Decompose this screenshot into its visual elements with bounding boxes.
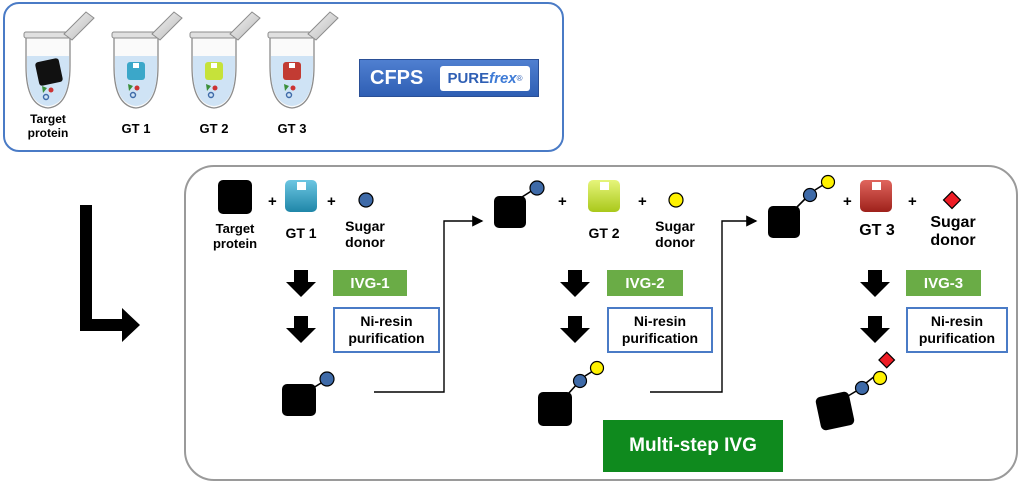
connector-arrow-1 bbox=[374, 215, 484, 393]
ivg-2-label: IVG-2 bbox=[607, 270, 683, 296]
tube-gt2 bbox=[189, 11, 261, 109]
plus-sign: + bbox=[908, 193, 917, 210]
tubes-graphic bbox=[23, 11, 339, 109]
tube-label-gt3: GT 3 bbox=[277, 121, 307, 136]
ivg-1-label: IVG-1 bbox=[333, 270, 407, 296]
down-arrow-icon bbox=[286, 316, 316, 343]
step3-donor-label: Sugar donor bbox=[930, 214, 976, 250]
purefrex-logo: PUREfrex® bbox=[440, 66, 530, 91]
down-arrow-icon bbox=[560, 316, 590, 343]
purefrex-logo-mark: ® bbox=[516, 74, 523, 83]
down-arrow-icon bbox=[860, 316, 890, 343]
plus-sign: + bbox=[558, 193, 567, 210]
step1-gt-label: GT 1 bbox=[285, 225, 317, 241]
multi-step-ivg-banner: Multi-step IVG bbox=[603, 420, 783, 472]
step3-purification-box: Ni-resin purification bbox=[906, 307, 1008, 353]
blue-sugar-icon bbox=[358, 192, 374, 208]
plus-sign: + bbox=[268, 193, 277, 210]
tube-label-gt2: GT 2 bbox=[199, 121, 229, 136]
step3-gt-label: GT 3 bbox=[859, 222, 895, 239]
step1-purification-box: Ni-resin purification bbox=[333, 307, 440, 353]
tubes-panel bbox=[3, 2, 564, 152]
ivg-3-label: IVG-3 bbox=[906, 270, 981, 296]
target-protein-icon bbox=[218, 180, 252, 214]
ivg-panel bbox=[184, 165, 1018, 481]
gt3-icon bbox=[860, 180, 892, 212]
connector-arrow-2 bbox=[650, 215, 758, 393]
cfps-label: CFPS bbox=[370, 67, 424, 89]
step1-target-label: Target protein bbox=[212, 221, 258, 251]
down-arrow-icon bbox=[560, 270, 590, 297]
plus-sign: + bbox=[327, 193, 336, 210]
purefrex-logo-italic: frex bbox=[489, 70, 517, 87]
yellow-sugar-icon bbox=[668, 192, 684, 208]
flow-arrow bbox=[80, 205, 140, 342]
tube-label-gt1: GT 1 bbox=[121, 121, 151, 136]
cfps-badge: CFPS PUREfrex® bbox=[359, 59, 539, 97]
tube-label-target: Target protein bbox=[27, 112, 69, 140]
down-arrow-icon bbox=[286, 270, 316, 297]
red-sugar-icon bbox=[942, 190, 962, 210]
step2-donor-label: Sugar donor bbox=[655, 218, 695, 251]
plus-sign: + bbox=[638, 193, 647, 210]
tube-target bbox=[23, 11, 95, 109]
glycoprotein-product-3-icon bbox=[815, 391, 855, 431]
step2-purification-box: Ni-resin purification bbox=[607, 307, 713, 353]
product-1-input-icon bbox=[494, 196, 526, 228]
tube-gt3 bbox=[267, 11, 339, 109]
plus-sign: + bbox=[843, 193, 852, 210]
glycoprotein-product-1-icon bbox=[282, 384, 316, 416]
gt1-icon bbox=[285, 180, 317, 212]
purefrex-logo-bold: PURE bbox=[447, 70, 490, 87]
step2-gt-label: GT 2 bbox=[588, 225, 620, 241]
product-2-input-icon bbox=[768, 206, 800, 238]
glycoprotein-product-2-icon bbox=[538, 392, 572, 426]
gt2-icon bbox=[588, 180, 620, 212]
down-arrow-icon bbox=[860, 270, 890, 297]
tube-gt1 bbox=[111, 11, 183, 109]
step1-donor-label: Sugar donor bbox=[345, 218, 385, 251]
